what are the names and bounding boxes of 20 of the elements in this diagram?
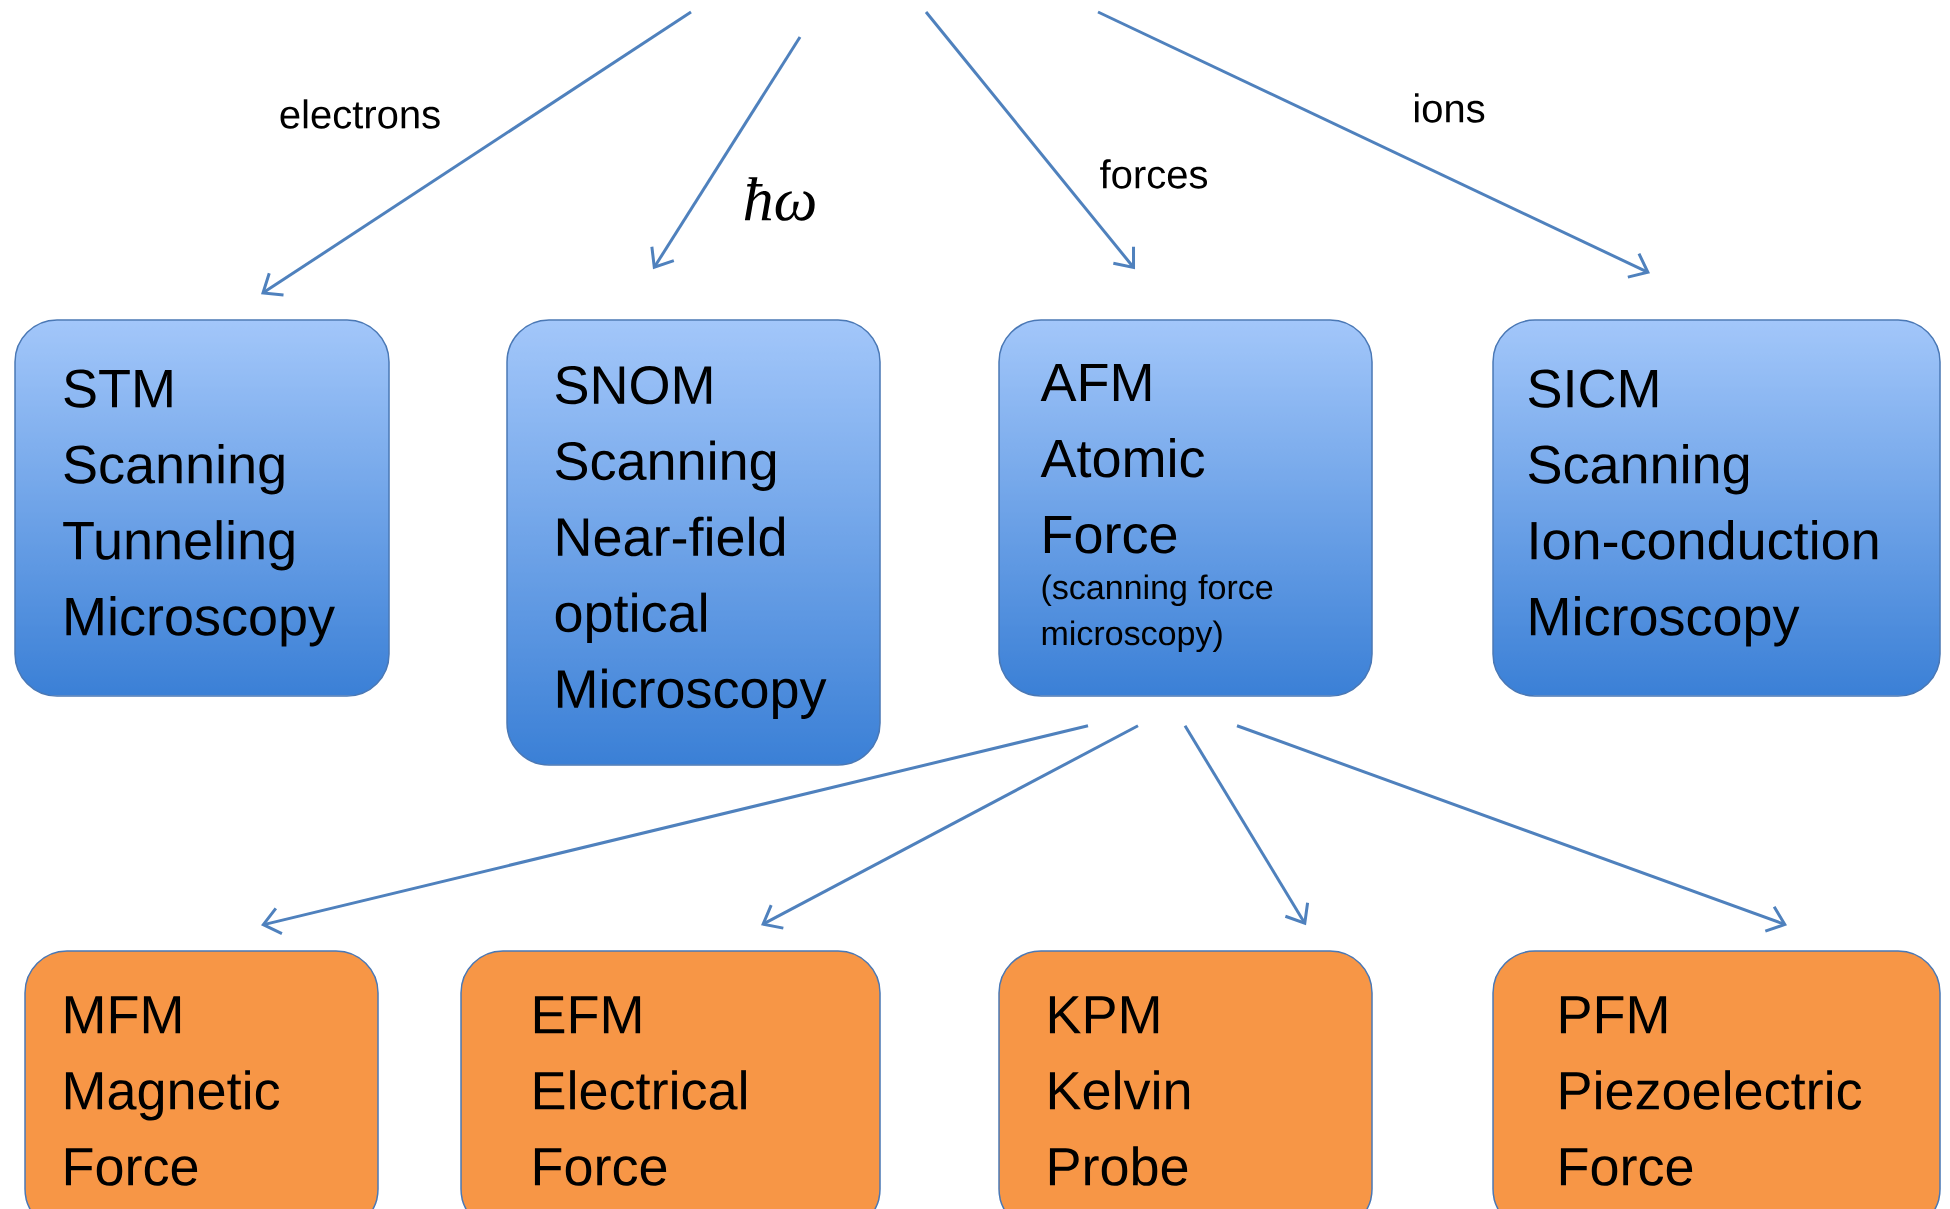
arrow xyxy=(761,724,1139,930)
edge-label: ions xyxy=(1410,91,1488,125)
mode-box: EFM Electrical Force xyxy=(460,950,881,1209)
edge-label: electrons xyxy=(276,97,444,131)
technique-box: STM Scanning Tunneling Microscopy xyxy=(14,319,390,697)
edge-label: ħω xyxy=(740,175,820,223)
arrow xyxy=(1097,10,1651,279)
mode-box: KPM Kelvin Probe xyxy=(998,950,1373,1209)
arrow xyxy=(1183,724,1310,926)
technique-box: AFM Atomic Force (scanning force microscopy) xyxy=(998,319,1373,697)
arrow xyxy=(261,724,1089,935)
mode-box: PFM Piezoelectric Force xyxy=(1492,950,1941,1209)
technique-box: SICM Scanning Ion-conduction Microscopy xyxy=(1492,319,1941,697)
arrow xyxy=(924,11,1135,270)
edge-label: forces xyxy=(1097,157,1211,191)
arrow xyxy=(650,36,802,270)
technique-box: SNOM Scanning Near-field optical Microscopy xyxy=(506,319,881,766)
arrow xyxy=(1236,724,1787,933)
arrow xyxy=(261,10,692,297)
mode-box: MFM Magnetic Force xyxy=(24,950,379,1209)
